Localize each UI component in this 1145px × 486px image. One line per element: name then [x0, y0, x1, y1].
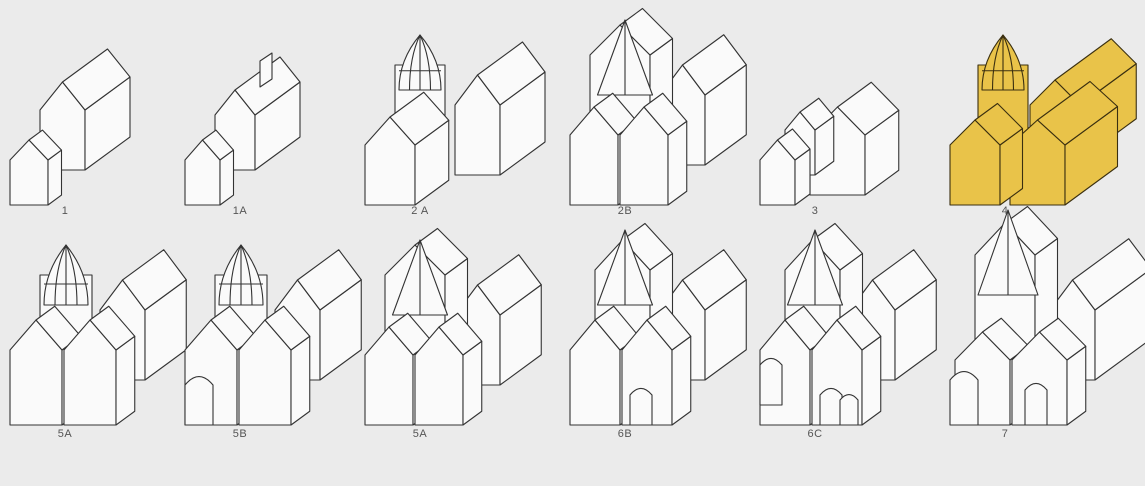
- building-figure-0-1: [185, 53, 300, 205]
- figure-label: 1: [35, 205, 95, 217]
- figure-label: 5A: [390, 428, 450, 440]
- building-figure-0-3: [570, 9, 746, 206]
- figure-label: 6B: [595, 428, 655, 440]
- figure-label: 7: [975, 428, 1035, 440]
- figure-label: 4: [975, 205, 1035, 217]
- building-figure-0-0: [10, 49, 130, 205]
- figure-label: 3: [785, 205, 845, 217]
- building-figure-1-1: [185, 245, 361, 425]
- building-figure-1-5: [950, 207, 1145, 426]
- building-figure-0-2: [365, 35, 545, 205]
- building-figure-1-4: [760, 224, 936, 426]
- figure-label: 5A: [35, 428, 95, 440]
- building-figure-0-4: [760, 82, 899, 205]
- figure-label: 6C: [785, 428, 845, 440]
- figure-label: 5B: [210, 428, 270, 440]
- building-figure-1-3: [570, 224, 746, 426]
- figure-label: 1A: [210, 205, 270, 217]
- building-figure-0-5: [950, 35, 1136, 205]
- building-figure-1-0: [10, 245, 186, 425]
- figure-label: 2 A: [390, 205, 450, 217]
- building-figure-1-2: [365, 229, 541, 426]
- figure-label: 2B: [595, 205, 655, 217]
